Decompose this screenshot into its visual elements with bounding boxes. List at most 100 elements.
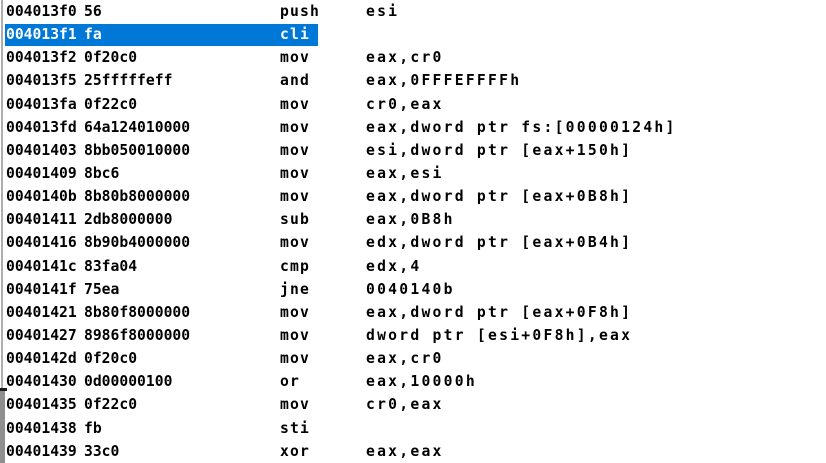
- pane-left-border: [1, 0, 3, 390]
- disasm-bytes: 8bb050010000: [84, 141, 191, 159]
- disasm-operands: esi,dword ptr [eax+150h]: [366, 141, 633, 159]
- disasm-address: 004013f0: [6, 3, 77, 20]
- disasm-bytes: 56: [84, 3, 102, 20]
- disasm-address: 00401411: [6, 211, 77, 229]
- disasm-bytes: 8986f8000000: [84, 326, 191, 344]
- disasm-row[interactable]: 0040140b 8b80b8000000 mov eax,dword ptr [ea…: [0, 185, 826, 208]
- disasm-bytes: 75ea: [84, 280, 120, 298]
- disasm-bytes: 2db8000000: [84, 211, 173, 229]
- disasm-operands: eax,cr0: [366, 49, 444, 67]
- disasm-mnemonic: or: [280, 373, 300, 391]
- disasm-address: 004013f5: [6, 72, 77, 90]
- disasm-operands: eax,cr0: [366, 350, 444, 368]
- disasm-mnemonic: cli: [280, 26, 310, 44]
- disasm-row[interactable]: 00401411 2db8000000 sub eax,0B8h: [0, 208, 826, 231]
- disasm-operands: eax,dword ptr [eax+0B8h]: [366, 188, 633, 206]
- disasm-address: 00401409: [6, 164, 77, 182]
- disasm-address: 0040142d: [6, 350, 77, 368]
- disasm-address: 004013f2: [6, 49, 77, 67]
- disasm-operands: edx,dword ptr [eax+0B4h]: [366, 234, 633, 252]
- disasm-bytes: fa: [84, 26, 102, 44]
- disasm-row[interactable]: 0040142d 0f20c0 mov eax,cr0: [0, 347, 826, 370]
- disasm-operands: 0040140b: [366, 280, 455, 298]
- disasm-operands: eax,eax: [366, 442, 444, 460]
- disasm-row[interactable]: 004013f5 25fffffeff and eax,0FFFEFFFFh: [0, 69, 826, 92]
- disasm-address: 00401416: [6, 234, 77, 252]
- scrollbar-fragment: [0, 391, 5, 463]
- disasm-row[interactable]: 00401416 8b90b4000000 mov edx,dword ptr [ea…: [0, 231, 826, 254]
- disasm-mnemonic: mov: [280, 188, 310, 206]
- disasm-address: 00401421: [6, 303, 77, 321]
- disasm-bytes: 0f22c0: [84, 95, 138, 113]
- disasm-operands: dword ptr [esi+0F8h],eax: [366, 326, 633, 344]
- scrollbar-edge-tick: [0, 388, 7, 391]
- disasm-address: 0040141c: [6, 257, 77, 275]
- disasm-bytes: 0d00000100: [84, 373, 173, 391]
- disasm-address: 004013fd: [6, 118, 77, 136]
- disasm-address: 004013fa: [6, 95, 77, 113]
- disasm-address: 00401430: [6, 373, 77, 391]
- disasm-row[interactable]: 004013fa 0f22c0 mov cr0,eax: [0, 93, 826, 116]
- disasm-mnemonic: and: [280, 72, 310, 90]
- disasm-mnemonic: jne: [280, 280, 310, 298]
- disasm-address: 00401438: [6, 419, 77, 437]
- disasm-mnemonic: mov: [280, 326, 310, 344]
- disasm-row[interactable]: 00401439 33c0 xor eax,eax: [0, 440, 826, 463]
- disasm-operands: eax,10000h: [366, 373, 477, 391]
- disasm-address: 00401427: [6, 326, 77, 344]
- disasm-row[interactable]: 004013f2 0f20c0 mov eax,cr0: [0, 46, 826, 69]
- disasm-mnemonic: xor: [280, 442, 310, 460]
- disasm-mnemonic: mov: [280, 164, 310, 182]
- disasm-mnemonic: mov: [280, 95, 310, 113]
- disasm-operands: eax,0FFFEFFFFh: [366, 72, 522, 90]
- disasm-mnemonic: mov: [280, 396, 310, 414]
- disasm-mnemonic: mov: [280, 350, 310, 368]
- disasm-mnemonic: sub: [280, 211, 310, 229]
- disasm-operands: eax,dword ptr [eax+0F8h]: [366, 303, 633, 321]
- disasm-row[interactable]: 00401438 fb sti: [0, 417, 826, 440]
- disasm-row[interactable]: 004013f0 56 push esi: [0, 0, 826, 23]
- disasm-mnemonic: cmp: [280, 257, 310, 275]
- disasm-mnemonic: mov: [280, 118, 310, 136]
- disasm-mnemonic: mov: [280, 303, 310, 321]
- disasm-row[interactable]: 004013fd 64a124010000 mov eax,dword ptr fs:…: [0, 116, 826, 139]
- disasm-mnemonic: mov: [280, 49, 310, 67]
- disasm-bytes: 64a124010000: [84, 118, 191, 136]
- disasm-operands: eax,dword ptr fs:[00000124h]: [366, 118, 677, 136]
- disasm-bytes: 8b90b4000000: [84, 234, 191, 252]
- disasm-bytes: 0f20c0: [84, 350, 138, 368]
- disasm-address: 0040141f: [6, 280, 77, 298]
- disasm-operands: cr0,eax: [366, 95, 444, 113]
- disasm-address: 0040140b: [6, 188, 77, 206]
- disasm-operands: cr0,eax: [366, 396, 444, 414]
- disasm-address: 00401435: [6, 396, 77, 414]
- disasm-bytes: 8bc6: [84, 164, 120, 182]
- disasm-bytes: 83fa04: [84, 257, 138, 275]
- disasm-operands: eax,0B8h: [366, 211, 455, 229]
- disasm-mnemonic: mov: [280, 234, 310, 252]
- disasm-operands: edx,4: [366, 257, 422, 275]
- disasm-row[interactable]: 00401430 0d00000100 or eax,10000h: [0, 370, 826, 393]
- disasm-address: 00401403: [6, 141, 77, 159]
- disasm-mnemonic: sti: [280, 419, 310, 437]
- disasm-address: 00401439: [6, 442, 77, 460]
- disasm-bytes: 25fffffeff: [84, 72, 173, 90]
- disasm-bytes: 0f22c0: [84, 396, 138, 414]
- disasm-bytes: 33c0: [84, 442, 120, 460]
- disasm-bytes: fb: [84, 419, 102, 437]
- disasm-bytes: 0f20c0: [84, 49, 138, 67]
- disasm-mnemonic: push: [280, 3, 320, 20]
- disasm-row[interactable]: 0040141c 83fa04 cmp edx,4: [0, 255, 826, 278]
- disasm-address: 004013f1: [6, 26, 77, 44]
- disasm-row[interactable]: 00401435 0f22c0 mov cr0,eax: [0, 393, 826, 416]
- disasm-row[interactable]: 00401427 8986f8000000 mov dword ptr [esi+0F…: [0, 324, 826, 347]
- disasm-row[interactable]: 0040141f 75ea jne 0040140b: [0, 278, 826, 301]
- disasm-operands: esi: [366, 3, 400, 20]
- disasm-row-selected[interactable]: 004013f1 fa cli: [0, 23, 826, 46]
- disasm-bytes: 8b80b8000000: [84, 188, 191, 206]
